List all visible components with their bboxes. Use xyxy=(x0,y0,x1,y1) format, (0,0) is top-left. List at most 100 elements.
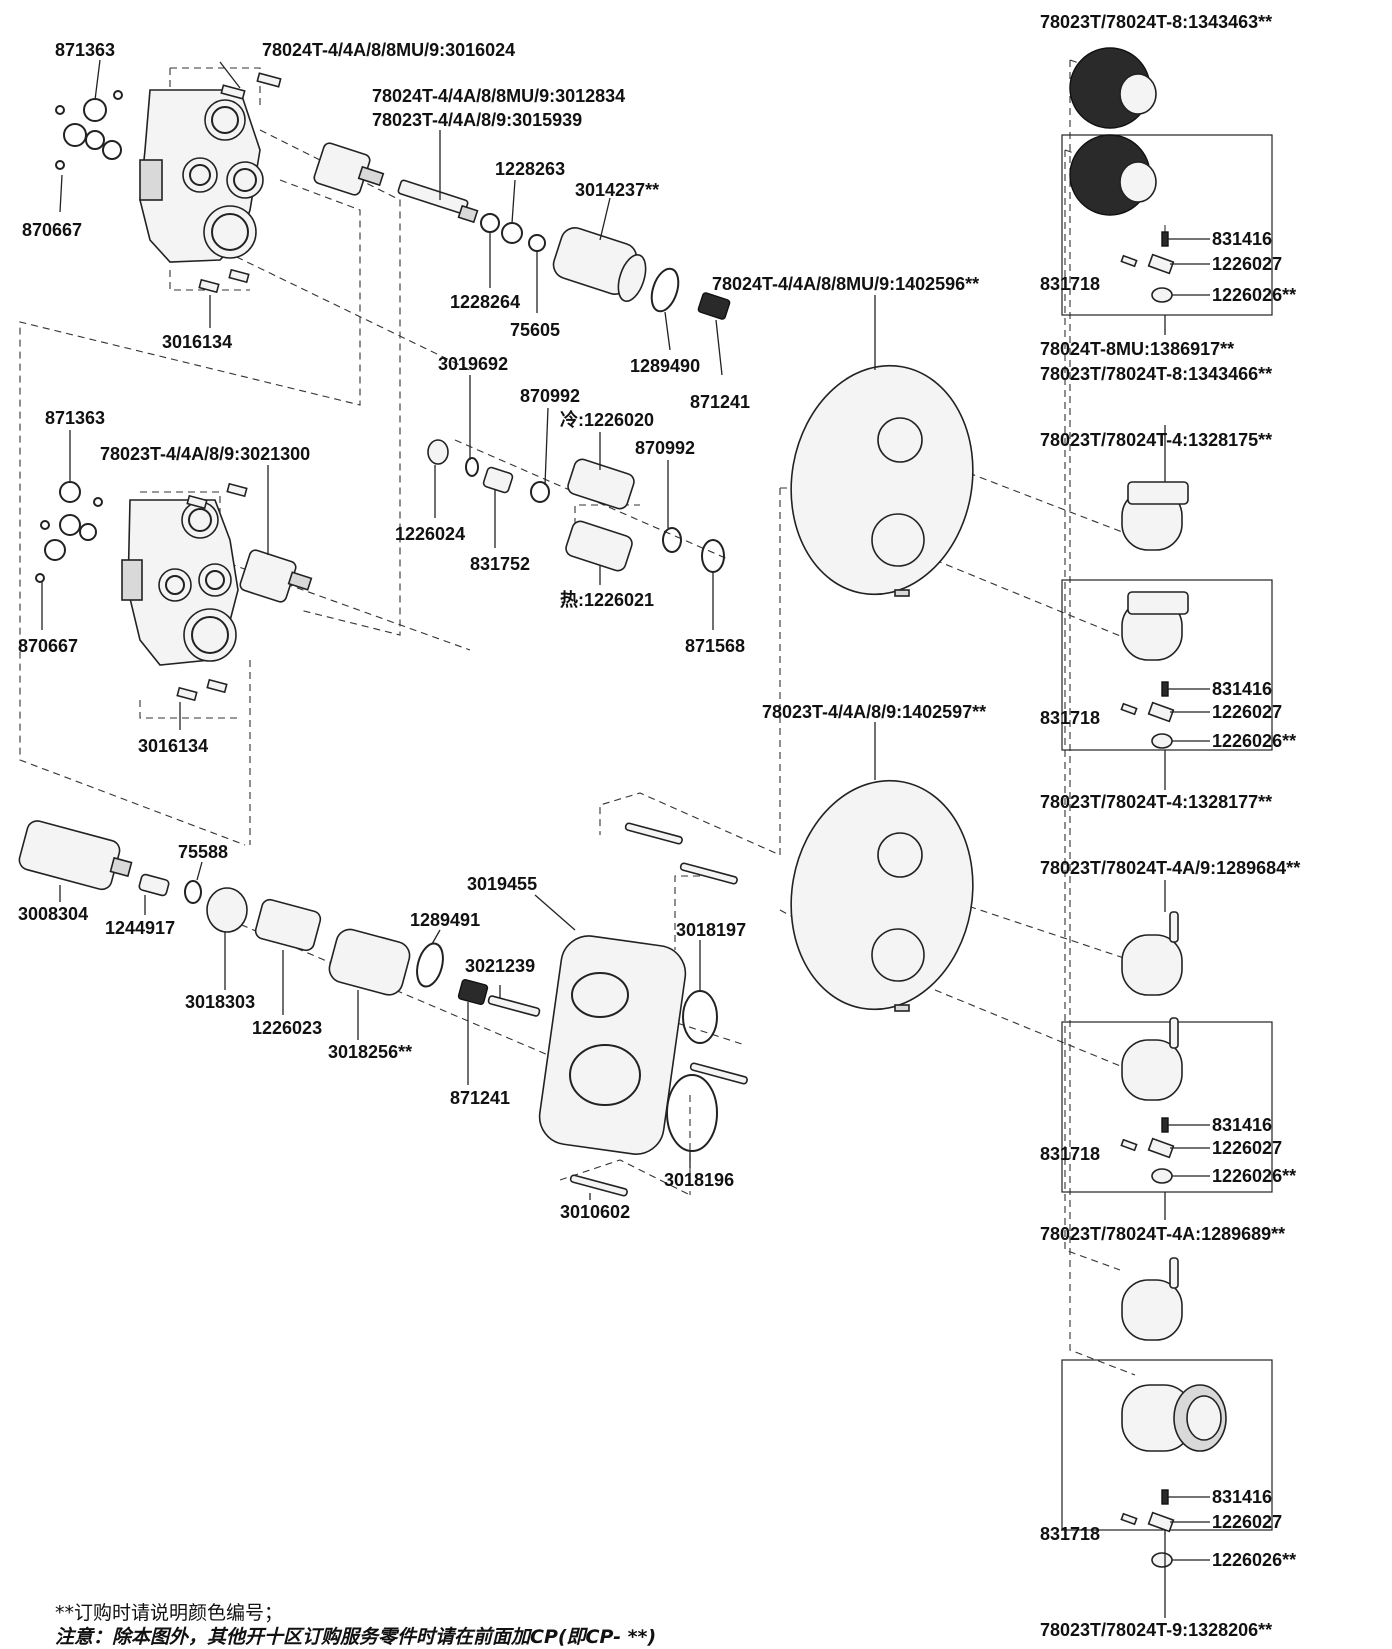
sleeve-3018256 xyxy=(328,928,411,996)
lever-handle-1289689 xyxy=(1121,1017,1183,1101)
escutcheon-1402596 xyxy=(790,364,974,597)
label-3015939: 78023T-4/4A/8/9:3015939 xyxy=(372,110,582,130)
label-1226026-d: 1226026** xyxy=(1212,1550,1296,1570)
label-75605: 75605 xyxy=(510,320,560,340)
label-870992-b: 870992 xyxy=(635,438,695,458)
screws-middle xyxy=(176,482,248,702)
assembly-box-1328177 xyxy=(1061,579,1273,751)
label-1328175: 78023T/78024T-4:1328175** xyxy=(1040,430,1272,450)
small-parts-middle xyxy=(427,439,550,503)
label-3018197: 3018197 xyxy=(676,920,746,940)
label-1289491: 1289491 xyxy=(410,910,480,930)
lever-handle-spare xyxy=(1121,1257,1183,1341)
ring-75588 xyxy=(184,880,202,904)
cartridge-1226023 xyxy=(254,898,322,952)
mounting-frame-3019455 xyxy=(538,935,687,1155)
label-1226027-c: 1226027 xyxy=(1212,1138,1282,1158)
label-1328177: 78023T/78024T-4:1328177** xyxy=(1040,792,1272,812)
label-1289490: 1289490 xyxy=(630,356,700,376)
service-order-note: 注意：除本图外，其他开十区订购服务零件时请在前面加CP(即CP- **) xyxy=(55,1626,657,1648)
spline-871241-top xyxy=(697,292,731,320)
label-1226021: 热:1226021 xyxy=(560,589,654,610)
label-831718-b: 831718 xyxy=(1040,708,1100,728)
lever-handle-1328177 xyxy=(1121,591,1189,661)
label-1226026-a: 1226026** xyxy=(1212,285,1296,305)
thermo-cartridges-1226020-1226021 xyxy=(565,458,635,572)
knob-1343466 xyxy=(1069,134,1157,216)
label-870992-a: 870992 xyxy=(520,386,580,406)
valve-body-upper xyxy=(139,89,264,263)
label-75588: 75588 xyxy=(178,842,228,862)
label-1228264: 1228264 xyxy=(450,292,520,312)
assembly-box-1343466 xyxy=(1061,134,1273,316)
label-1228263: 1228263 xyxy=(495,159,565,179)
label-871363-mid: 871363 xyxy=(45,408,105,428)
rings-870992-871568 xyxy=(662,527,725,573)
label-831416-c: 831416 xyxy=(1212,1115,1272,1135)
assembly-box-1289689 xyxy=(1061,1021,1273,1193)
cartridge-3008304 xyxy=(18,820,133,891)
lever-handle-1289684 xyxy=(1121,911,1183,996)
label-1226027-a: 1226027 xyxy=(1212,254,1282,274)
screws-frame xyxy=(569,822,748,1197)
label-831752: 831752 xyxy=(470,554,530,574)
label-871241-bottom: 871241 xyxy=(450,1088,510,1108)
label-1226027-d: 1226027 xyxy=(1212,1512,1282,1532)
knob-1343463 xyxy=(1069,47,1157,129)
label-3018303: 3018303 xyxy=(185,992,255,1012)
label-831718-a: 831718 xyxy=(1040,274,1100,294)
lever-handle-1328175 xyxy=(1121,481,1189,551)
label-3010602: 3010602 xyxy=(560,1202,630,1222)
label-870667-mid: 870667 xyxy=(18,636,78,656)
label-1289684: 78023T/78024T-4A/9:1289684** xyxy=(1040,858,1300,878)
part-labels: 871363 78024T-4/4A/8/8MU/9:3016024 78024… xyxy=(18,12,1300,1640)
label-1328206: 78023T/78024T-9:1328206** xyxy=(1040,1620,1272,1640)
label-1226020: 冷:1226020 xyxy=(560,409,654,430)
label-1226023: 1226023 xyxy=(252,1018,322,1038)
label-1289689: 78023T/78024T-4A:1289689** xyxy=(1040,1224,1285,1244)
fixings-a xyxy=(1120,231,1175,303)
label-871568: 871568 xyxy=(685,636,745,656)
label-3014237: 3014237** xyxy=(575,180,659,200)
valve-body-middle xyxy=(121,499,239,666)
label-1386917: 78024T-8MU:1386917** xyxy=(1040,339,1234,359)
o-rings-middle-left xyxy=(35,481,103,583)
dial-knob-1328206 xyxy=(1121,1384,1227,1452)
o-rings-upper-left xyxy=(55,90,123,170)
escutcheon-1402597 xyxy=(790,779,974,1012)
screws-upper xyxy=(198,72,282,294)
label-1226027-b: 1226027 xyxy=(1212,702,1282,722)
label-3018256: 3018256** xyxy=(328,1042,412,1062)
leader-lines xyxy=(41,59,1210,1618)
snap-ring-1289490 xyxy=(650,267,680,313)
label-1402597: 78023T-4/4A/8/9:1402597** xyxy=(762,702,986,722)
label-3016024: 78024T-4/4A/8/8MU/9:3016024 xyxy=(262,40,515,60)
sleeve-3018303 xyxy=(206,887,248,933)
label-1343466: 78023T/78024T-8:1343466** xyxy=(1040,364,1272,384)
label-3008304: 3008304 xyxy=(18,904,88,924)
label-3018196: 3018196 xyxy=(664,1170,734,1190)
label-871241-top: 871241 xyxy=(690,392,750,412)
color-order-note: **订购时请说明颜色编号； xyxy=(55,1602,284,1624)
snap-ring-1289491 xyxy=(416,942,444,988)
label-3019692: 3019692 xyxy=(438,354,508,374)
label-831718-c: 831718 xyxy=(1040,1144,1100,1164)
label-1226024: 1226024 xyxy=(395,524,465,544)
label-3016134-top: 3016134 xyxy=(162,332,232,352)
label-831718-d: 831718 xyxy=(1040,1524,1100,1544)
fixings-b xyxy=(1120,681,1175,749)
screw-3021239 xyxy=(487,995,541,1017)
label-1244917: 1244917 xyxy=(105,918,175,938)
label-831416-a: 831416 xyxy=(1212,229,1272,249)
label-1226026-b: 1226026** xyxy=(1212,731,1296,751)
adapter-1244917 xyxy=(138,873,170,897)
label-3021300: 78023T-4/4A/8/9:3021300 xyxy=(100,444,310,464)
label-831416-b: 831416 xyxy=(1212,679,1272,699)
label-831416-d: 831416 xyxy=(1212,1487,1272,1507)
label-870667-top: 870667 xyxy=(22,220,82,240)
label-1402596: 78024T-4/4A/8/8MU/9:1402596** xyxy=(712,274,979,294)
fixings-d xyxy=(1120,1489,1175,1568)
spline-871241-bottom xyxy=(457,978,489,1006)
cartridge-3016024 xyxy=(313,142,385,196)
